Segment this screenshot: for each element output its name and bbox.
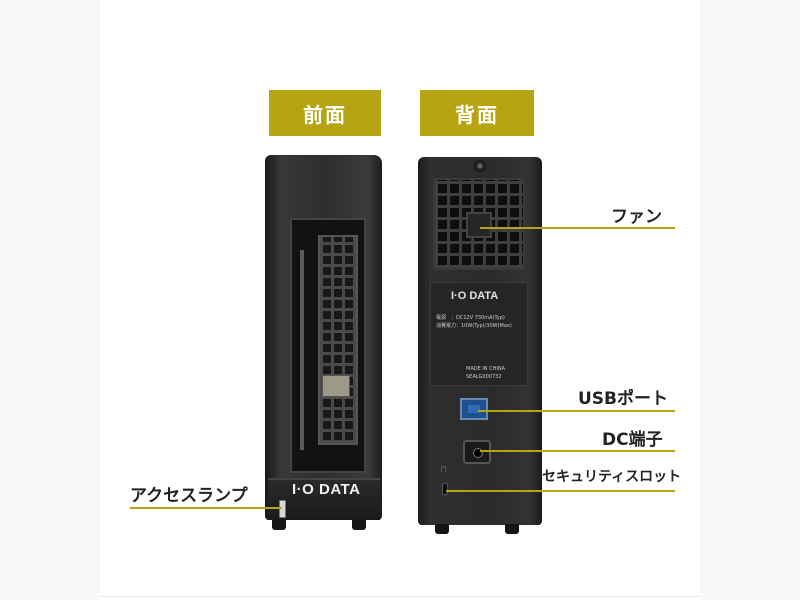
- label-line: SEALG000732: [466, 374, 502, 380]
- usb-port: [460, 398, 488, 420]
- label-line: 消費電力：10W(Typ)/30W(Max): [436, 323, 512, 329]
- callout-security-slot: セキュリティスロット: [542, 469, 682, 485]
- screw: [474, 160, 486, 172]
- drive-cage: [318, 235, 358, 445]
- drive-label: [322, 375, 350, 397]
- front-logo: I·O DATA: [292, 481, 361, 498]
- callout-line-usb: [478, 410, 675, 412]
- callout-line-access-lamp: [130, 507, 282, 509]
- front-heading: 前面: [269, 90, 381, 136]
- callout-usb-port: USBポート: [578, 389, 669, 409]
- label-line: 電源 ：DC12V 730mA(Typ): [436, 315, 505, 321]
- callout-fan: ファン: [611, 207, 662, 227]
- bottom-divider: [100, 596, 700, 597]
- callout-access-lamp: アクセスランプ: [130, 486, 248, 506]
- dc-jack: [463, 440, 491, 464]
- access-lamp-indicator: [279, 500, 286, 518]
- callout-line-fan: [480, 227, 675, 229]
- rating-label: [430, 282, 528, 386]
- drive-rail: [300, 250, 304, 450]
- foot: [505, 524, 519, 534]
- security-slot: [442, 483, 448, 495]
- lock-icon: ⊓: [440, 465, 448, 475]
- foot: [435, 524, 449, 534]
- front-bezel: [265, 155, 279, 520]
- foot: [352, 520, 366, 530]
- product-image-canvas: [100, 0, 700, 600]
- front-base-panel: [268, 478, 380, 520]
- fan-hub: [466, 212, 492, 238]
- label-line: MADE IN CHINA: [466, 366, 506, 372]
- callout-line-security: [446, 490, 675, 492]
- callout-line-dc: [480, 450, 675, 452]
- back-heading: 背面: [420, 90, 534, 136]
- label-logo: I·O DATA: [451, 290, 499, 302]
- foot: [272, 520, 286, 530]
- callout-dc-jack: DC端子: [602, 430, 663, 450]
